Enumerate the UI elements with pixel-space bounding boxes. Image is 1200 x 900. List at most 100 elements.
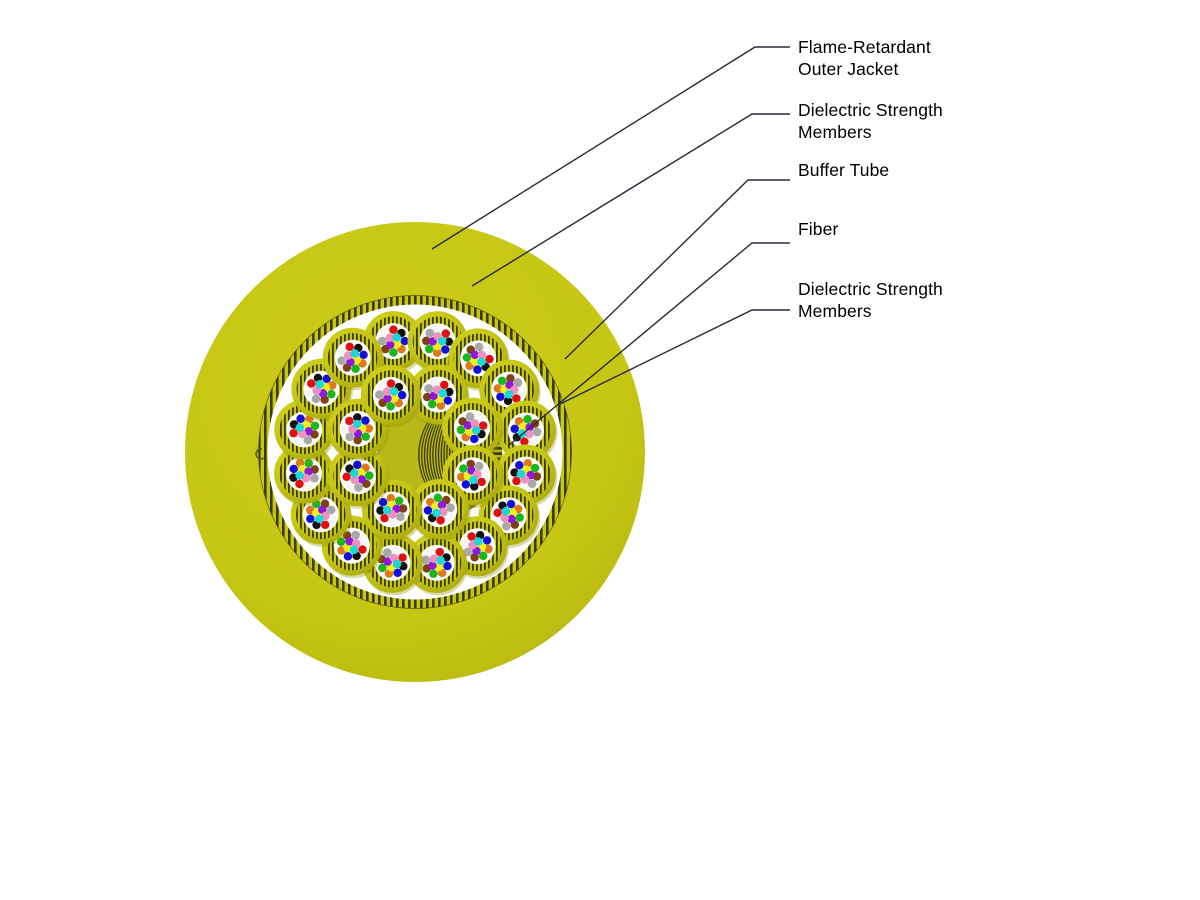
optical-fiber-aqua <box>349 545 359 555</box>
optical-fiber-slate <box>337 356 347 366</box>
buffer-tube[interactable] <box>409 479 471 542</box>
optical-fiber-aqua <box>295 471 305 480</box>
buffer-tube[interactable] <box>361 479 424 542</box>
optical-fiber-blue <box>322 374 332 384</box>
optical-fiber-slate <box>465 412 475 422</box>
optical-fiber-aqua <box>382 505 392 515</box>
optical-fiber-green <box>456 425 466 435</box>
optical-fiber-slate <box>326 505 336 515</box>
optical-fiber-slate <box>303 435 313 445</box>
optical-fiber-red <box>439 380 449 390</box>
optical-fiber-blue <box>510 424 520 434</box>
optical-fiber-red <box>467 532 476 541</box>
optical-fiber-slate <box>377 336 387 346</box>
optical-fiber-blue <box>469 434 479 444</box>
optical-fiber-red <box>389 325 398 335</box>
optical-fiber-red <box>306 379 316 388</box>
optical-fiber-aqua <box>314 514 324 524</box>
optical-fiber-aqua <box>432 508 441 518</box>
optical-fiber-green <box>458 464 468 473</box>
optical-fiber-aqua <box>469 475 478 485</box>
buffer-tube[interactable] <box>406 532 469 596</box>
strength-member-hook-detail <box>255 448 265 460</box>
optical-fiber-blue <box>360 416 370 426</box>
optical-fiber-green <box>310 421 320 431</box>
optical-fiber-slate <box>474 342 484 352</box>
optical-fiber-blue <box>378 497 388 507</box>
optical-fiber-blue <box>423 506 433 515</box>
buffer-tube[interactable] <box>442 397 504 461</box>
optical-fiber-aqua <box>516 469 526 479</box>
optical-fiber-slate <box>532 427 542 437</box>
optical-fiber-blue <box>514 460 524 470</box>
optical-fiber-red <box>435 547 445 557</box>
leader-buffer-tube <box>564 179 790 360</box>
buffer-tube[interactable] <box>360 364 423 428</box>
optical-fiber-aqua <box>392 559 402 569</box>
optical-fiber-slate <box>375 390 384 400</box>
optical-fiber-red <box>295 479 304 489</box>
optical-fiber-aqua <box>471 425 481 435</box>
optical-fiber-aqua <box>392 333 402 342</box>
optical-fiber-green <box>351 364 360 374</box>
optical-fiber-aqua <box>477 357 486 367</box>
optical-fiber-red <box>344 416 354 426</box>
optical-fiber-red <box>512 476 521 486</box>
leader-jacket <box>431 46 790 250</box>
optical-fiber-green <box>429 569 438 579</box>
optical-fiber-slate <box>351 530 361 540</box>
optical-fiber-blue <box>496 392 505 402</box>
optical-fiber-green <box>433 493 443 503</box>
optical-fiber-red <box>342 472 352 482</box>
optical-fiber-red <box>386 379 396 388</box>
optical-fiber-red <box>493 508 502 518</box>
optical-fiber-slate <box>474 461 484 471</box>
callout-dielectric-strength-members-bottom: Dielectric Strength Members <box>798 279 943 321</box>
optical-fiber-slate <box>396 512 405 522</box>
optical-fiber-slate <box>382 548 392 558</box>
optical-fiber-slate <box>425 328 435 338</box>
optical-fiber-green <box>478 551 488 561</box>
optical-fiber-aqua <box>436 555 446 565</box>
optical-fiber-red <box>478 421 488 431</box>
optical-fiber-blue <box>443 396 453 405</box>
optical-fiber-red <box>358 545 367 554</box>
optical-fiber-blue <box>359 350 368 360</box>
optical-fiber-red <box>345 342 355 352</box>
optical-fiber-aqua <box>437 336 447 346</box>
callout-fiber: Fiber <box>798 219 839 239</box>
optical-fiber-aqua <box>473 537 483 546</box>
optical-fiber-green <box>361 432 371 442</box>
optical-fiber-blue <box>397 390 407 400</box>
leader-strength-top <box>471 113 790 287</box>
optical-fiber-aqua <box>352 419 362 429</box>
optical-fiber-blue <box>305 514 315 524</box>
optical-fiber-slate <box>501 521 511 531</box>
optical-fiber-green <box>326 389 336 399</box>
optical-fiber-green <box>424 344 434 354</box>
optical-fiber-blue <box>443 561 452 571</box>
optical-fiber-green <box>462 353 472 362</box>
optical-fiber-blue <box>472 365 482 375</box>
leader-fiber <box>507 242 790 447</box>
optical-fiber-aqua <box>295 423 305 432</box>
optical-fiber-red <box>436 515 446 525</box>
optical-fiber-aqua <box>315 379 325 389</box>
optical-fiber-green <box>515 513 525 522</box>
optical-fiber-red <box>289 428 298 438</box>
leader-strength-bot <box>559 309 790 405</box>
optical-fiber-aqua <box>504 390 514 399</box>
optical-fiber-green <box>427 399 437 409</box>
optical-fiber-blue <box>289 464 299 474</box>
optical-fiber-red <box>380 513 389 523</box>
optical-fiber-aqua <box>389 386 399 396</box>
optical-fiber-green <box>530 463 540 473</box>
optical-fiber-slate <box>527 479 537 489</box>
buffer-tube[interactable] <box>327 446 390 509</box>
buffer-tube-layer <box>274 311 558 596</box>
callout-buffer-tube: Buffer Tube <box>798 160 890 180</box>
optical-fiber-aqua <box>438 388 448 398</box>
optical-fiber-blue <box>461 479 471 489</box>
dielectric-strength-member-ring <box>255 295 572 609</box>
